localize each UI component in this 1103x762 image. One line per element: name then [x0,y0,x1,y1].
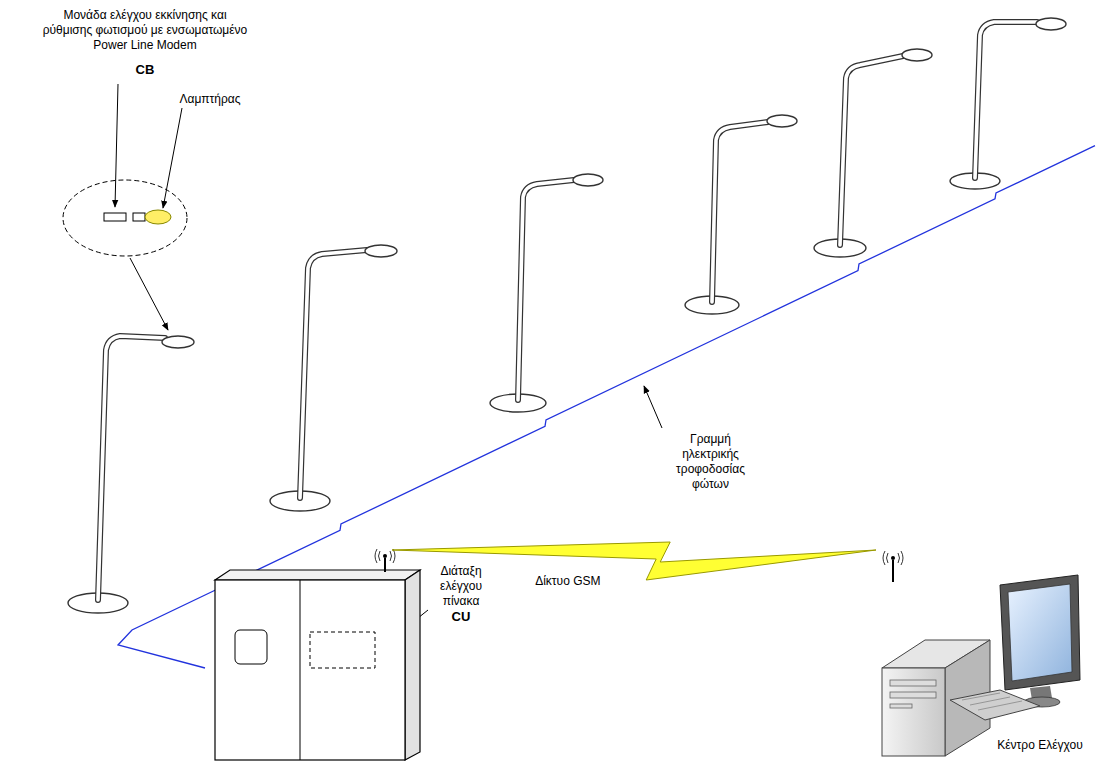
computer-icon-part [891,556,895,560]
node-heading: Κέντρο Ελέγχου [990,738,1090,753]
lamp-label: Λαμπτήρας [170,92,250,107]
computer-icon-part [892,560,894,582]
control-cabinet-part [215,570,420,580]
lamp-post-part [300,250,367,498]
cb-detail-part [133,213,145,221]
lamp-post-part [573,174,603,186]
lamp-post-part [98,336,165,600]
control-cabinet-part [375,549,395,563]
lamp-post-part [712,122,768,302]
cb-detail-part [145,210,171,224]
lamp-post-part [767,115,797,127]
lamp-post-part [975,22,1037,178]
control-cabinet-part [405,570,420,760]
lamp-post-part [300,250,367,498]
computer-icon-part [883,551,903,565]
control-cabinet-node: Διάταξη ελέγχου πίνακαCU [213,550,503,762]
lamp-post [270,245,397,511]
computer-icon-part [1000,575,1080,690]
lamp-post [68,336,194,613]
cb-description: Μονάδα ελέγχου εκκίνησης και ρύθμισης φω… [40,8,250,53]
computer-icon [882,551,1080,756]
lamp-post [490,174,603,412]
computer-icon-part [882,668,945,756]
lamp-post-part [98,336,165,600]
leader-arrow [130,258,168,330]
control-cabinet [215,549,420,760]
control-cabinet-part [300,580,301,760]
cb-detail-part [104,213,126,221]
computer-icon-part [950,690,1040,720]
computer-icon-part [962,693,1022,710]
text-group: Κέντρο Ελέγχου [990,738,1090,753]
control-cabinet-part [310,632,375,668]
control-cabinet-part [384,558,386,572]
lamp-post-part [840,56,903,245]
lamp-post-part [975,22,1037,178]
leader-arrow [163,108,182,208]
edge-label: Δίκτυο GSM [533,574,602,589]
leader-arrow [644,386,662,428]
lamp-post-part [162,336,194,348]
cb-detail-part [63,180,187,256]
lamp-post [685,115,797,314]
power-line-label: Γραμμή ηλεκτρικής τροφοδοσίας φώτων [668,432,753,492]
lamp-post-part [840,56,903,245]
control-center-node: Κέντρο Ελέγχου [876,546,1098,760]
leader-arrow [115,84,118,207]
computer-icon-part [890,692,936,698]
part-code: CB [40,62,250,77]
lamp-post-part [1036,18,1066,30]
computer-icon-part [1008,584,1072,681]
lamp-post-part [518,180,574,400]
lamp-post [814,49,932,257]
node-code: CU [425,609,497,624]
lamp-post-part [902,49,932,61]
cb-detail [63,180,187,256]
control-cabinet-part [215,580,405,760]
lamp-post [950,18,1066,189]
computer-icon-part [890,704,912,708]
control-cabinet-part [235,630,267,664]
lamp-post-part [365,245,397,257]
lamp-post-part [712,122,768,302]
lamp-post-part [518,180,574,400]
control-cabinet-part [383,554,387,558]
computer-icon-part [890,680,936,686]
node-heading: Διάταξη ελέγχου πίνακα [425,564,497,609]
text-group: Διάταξη ελέγχου πίνακαCU [425,564,497,624]
